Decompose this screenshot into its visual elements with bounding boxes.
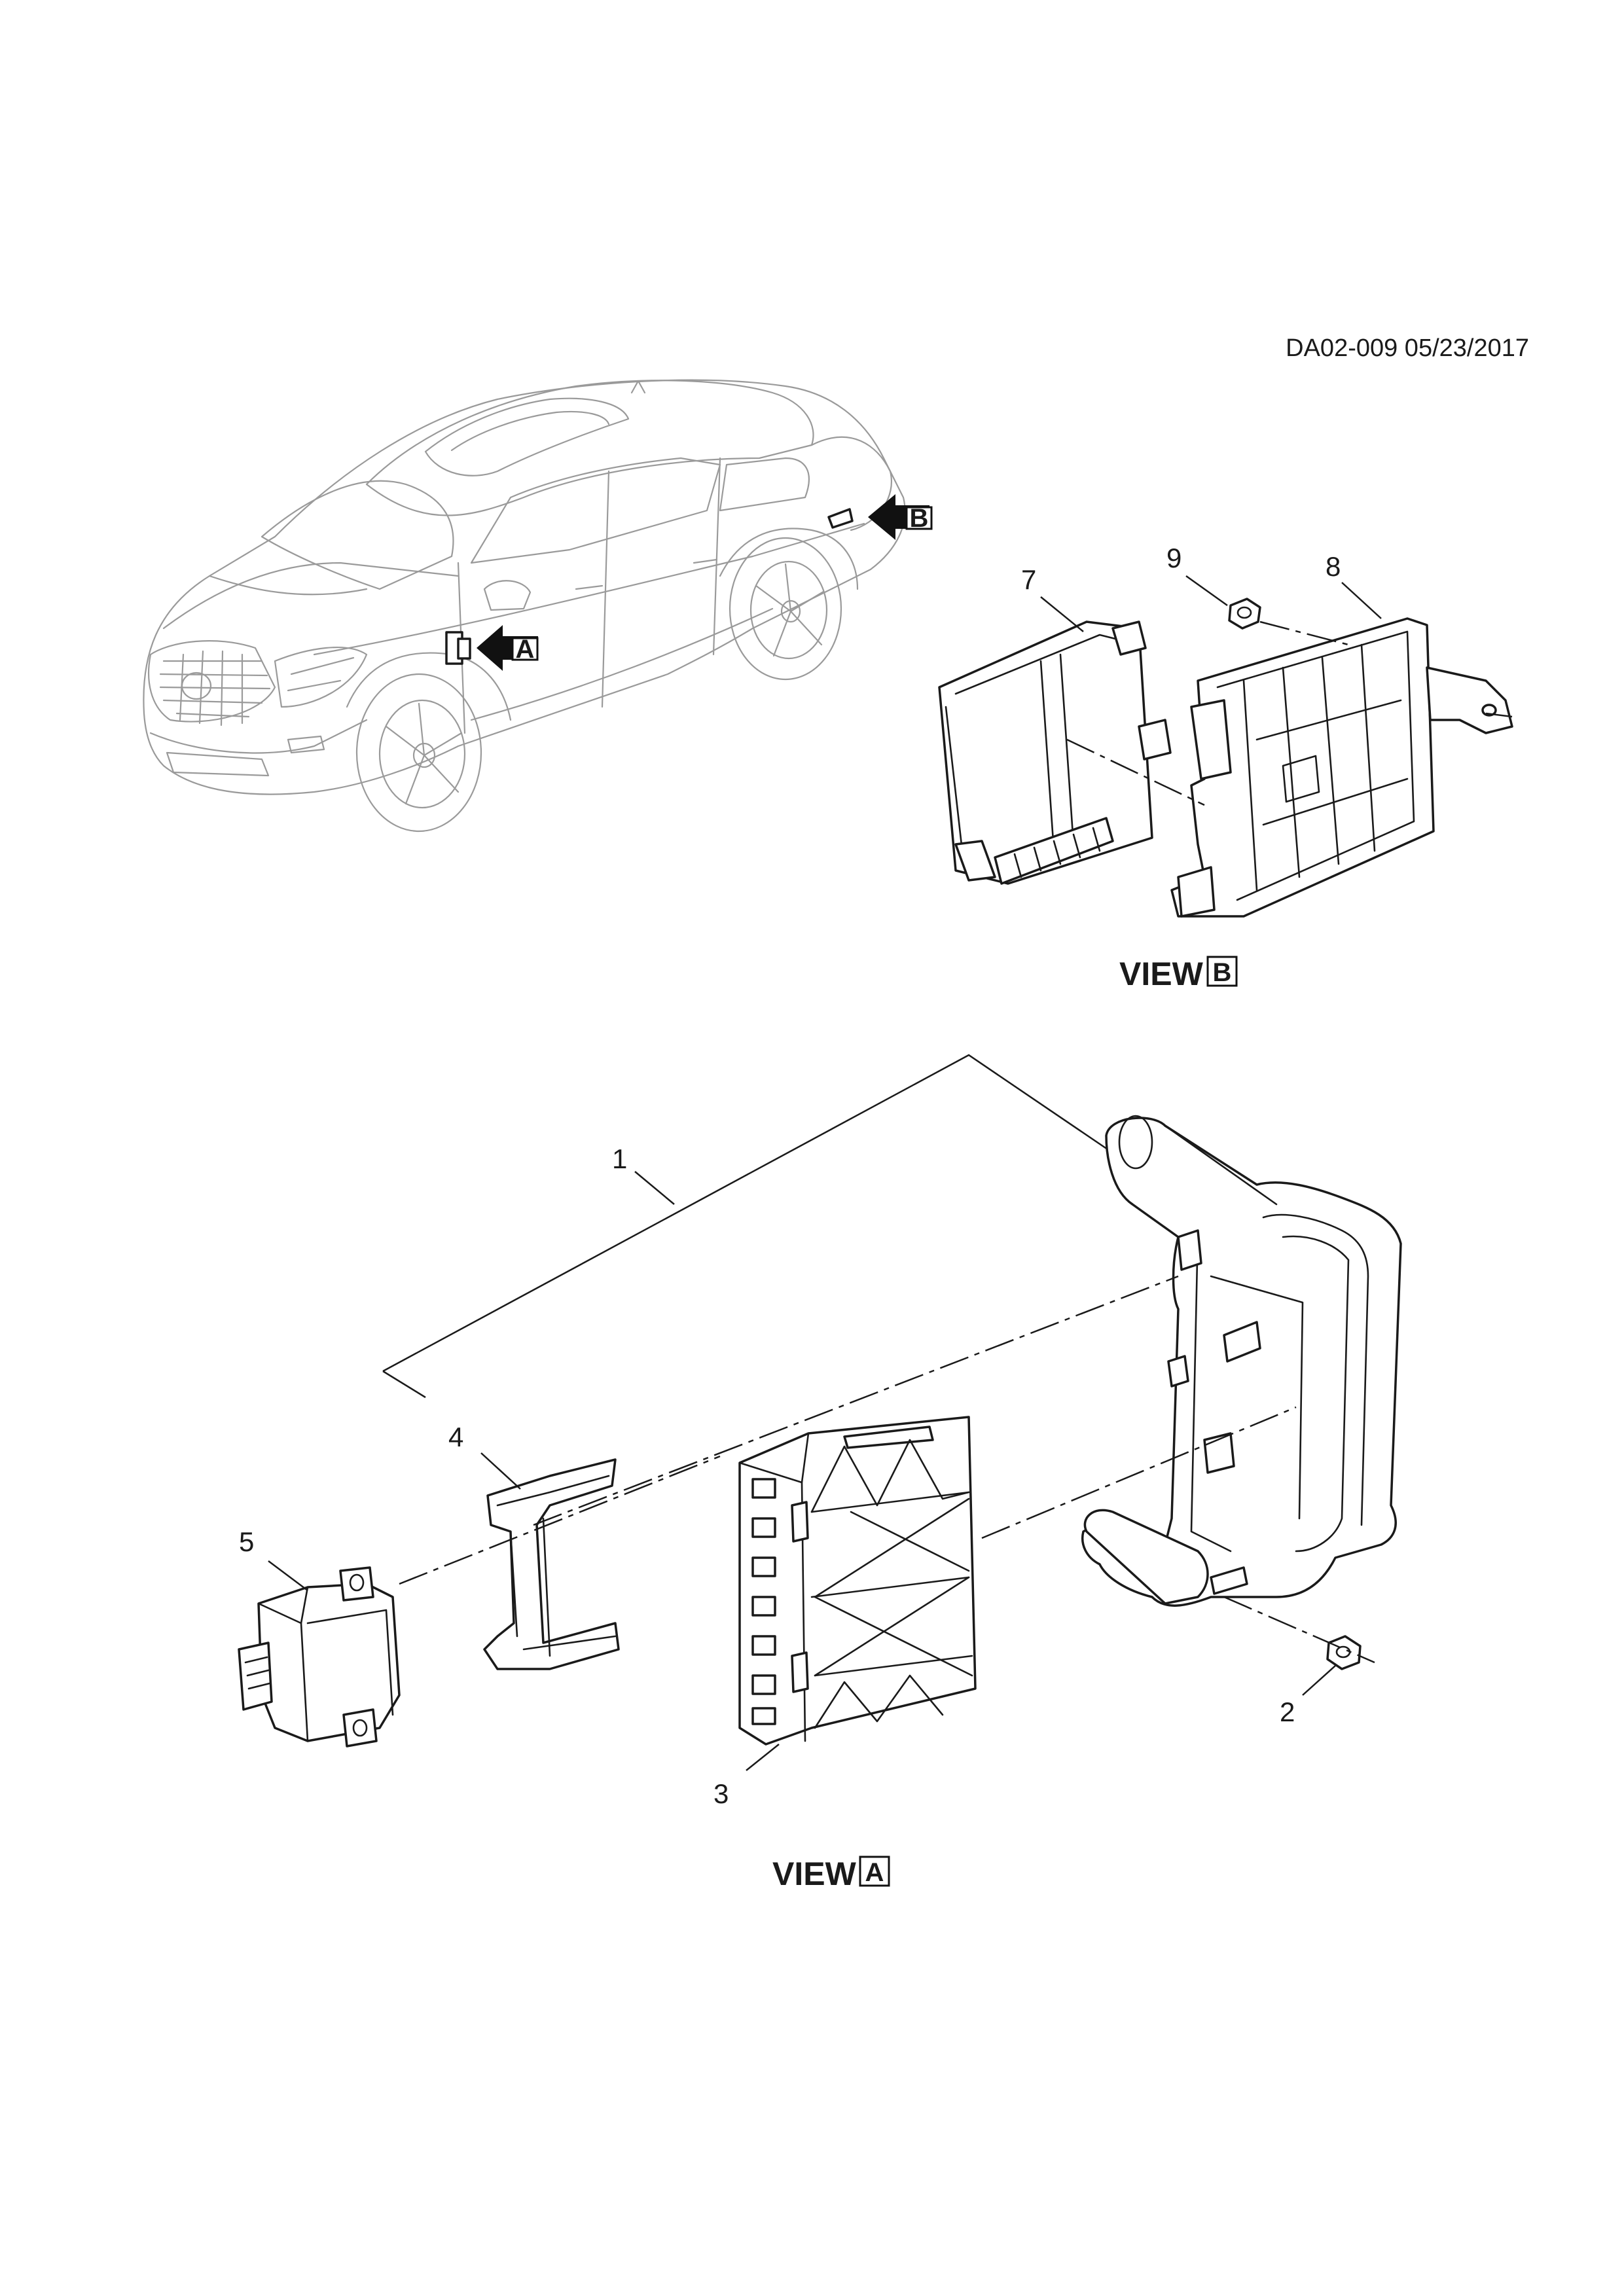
view-a-title-box — [859, 1856, 890, 1887]
view-b-title-word: VIEW — [1119, 956, 1204, 992]
view-b-assembly: 7 8 9 — [938, 543, 1513, 918]
leader-1-lower — [382, 1370, 426, 1399]
leader-7 — [1040, 596, 1084, 632]
module-location-icon — [827, 508, 854, 529]
marker-b-box — [905, 506, 933, 530]
leader-9 — [1185, 575, 1228, 607]
part-2-nut — [1326, 1635, 1362, 1670]
assembly-line-nut — [1223, 1596, 1375, 1664]
view-a-title-letter: A — [865, 1858, 884, 1887]
part-4-retaining-clip — [483, 1458, 620, 1670]
view-b-title: VIEW B — [1119, 956, 1238, 992]
part-8-mounting-bracket — [1170, 617, 1513, 918]
part-7-control-module — [938, 620, 1172, 885]
callout-9: 9 — [1166, 543, 1182, 573]
callout-2: 2 — [1280, 1696, 1295, 1727]
assembly-line-7-8 — [1066, 738, 1205, 806]
assembly-line-8-stud — [1485, 712, 1513, 718]
callout-7: 7 — [1021, 564, 1036, 595]
assembly-line-9-8 — [1259, 620, 1349, 646]
leader-3 — [746, 1744, 780, 1771]
view-b-title-box — [1206, 956, 1238, 987]
marker-a-letter: A — [516, 635, 535, 664]
part-5-control-module — [238, 1566, 401, 1748]
assembly-line-middle — [981, 1406, 1297, 1539]
diagram-code: DA02-009 05/23/2017 — [1286, 334, 1529, 362]
callout-8: 8 — [1326, 551, 1341, 582]
marker-b-letter: B — [910, 504, 929, 533]
view-a-location-marker: A — [445, 625, 539, 671]
leader-2 — [1302, 1665, 1336, 1696]
assembly-line-lower — [399, 1455, 721, 1585]
view-b-location-marker: B — [827, 494, 933, 540]
connector-location-icon — [445, 631, 471, 665]
leader-1 — [634, 1171, 675, 1205]
callout-1: 1 — [612, 1143, 627, 1174]
leader-8 — [1341, 582, 1382, 619]
view-a-title: VIEW A — [772, 1856, 890, 1892]
assembly-line-upper — [533, 1275, 1179, 1526]
leader-5 — [268, 1560, 308, 1591]
part-9-nut — [1228, 598, 1261, 630]
callout-3: 3 — [713, 1778, 729, 1809]
callout-5: 5 — [239, 1526, 254, 1557]
callout-4: 4 — [448, 1422, 463, 1452]
view-a-assembly: 1 2 3 4 5 — [238, 1054, 1402, 1809]
vehicle-overview-illustration — [143, 379, 906, 833]
view-a-title-word: VIEW — [772, 1856, 857, 1892]
part-3-junction-module — [738, 1416, 977, 1746]
marker-a-box — [511, 637, 539, 661]
part-1-carrier-bracket — [1081, 1115, 1402, 1607]
leader-4 — [480, 1452, 521, 1490]
leader-1-kit — [382, 1054, 1127, 1372]
view-b-title-letter: B — [1213, 958, 1232, 987]
